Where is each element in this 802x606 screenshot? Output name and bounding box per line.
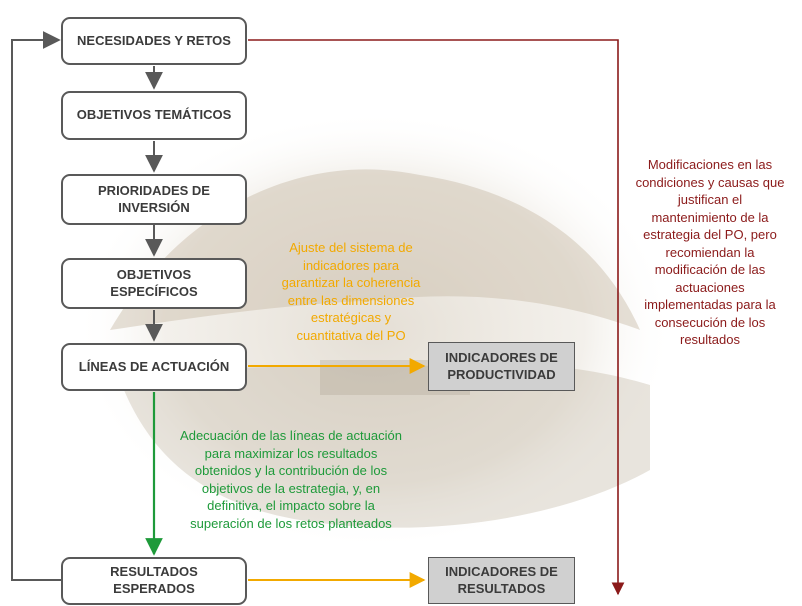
- box-prioridades-label-2: INVERSIÓN: [118, 199, 190, 215]
- note-ajuste-line: entre las dimensiones: [287, 292, 415, 308]
- note-adecuacion-line: Adecuación de las líneas de actuación: [180, 428, 402, 443]
- note-ajuste-line: indicadores para: [302, 257, 400, 273]
- note-ajuste-line: estratégicas y: [310, 310, 392, 325]
- box-lineas-de-actuacion: LÍNEAS DE ACTUACIÓN: [61, 343, 247, 391]
- ind-resultados-label-1: INDICADORES DE: [445, 563, 558, 579]
- box-resultados-label-1: RESULTADOS: [110, 564, 198, 580]
- ind-productividad-label-2: PRODUCTIVIDAD: [447, 366, 556, 382]
- note-modificaciones: Modificaciones en las condiciones y caus…: [624, 156, 796, 349]
- note-modificaciones-line: Modificaciones en las: [647, 157, 773, 172]
- note-modificaciones-line: resultados: [680, 332, 740, 347]
- note-adecuacion-line: definitiva, el impacto sobre la: [207, 498, 375, 513]
- note-adecuacion-line: obtenidos y la contribución de los: [194, 463, 388, 478]
- note-ajuste-indicadores: Ajuste del sistema de indicadores para g…: [272, 239, 430, 344]
- box-indicadores-de-productividad: INDICADORES DE PRODUCTIVIDAD: [428, 342, 575, 391]
- note-adecuacion-lineas: Adecuación de las líneas de actuación pa…: [160, 427, 422, 532]
- box-objetivos-tematicos: OBJETIVOS TEMÁTICOS: [61, 91, 247, 140]
- note-modificaciones-line: modificación de las: [654, 262, 766, 277]
- box-indicadores-de-resultados: INDICADORES DE RESULTADOS: [428, 557, 575, 604]
- box-lineas-label: LÍNEAS DE ACTUACIÓN: [78, 358, 230, 374]
- box-prioridades-label-1: PRIORIDADES DE: [98, 182, 210, 198]
- note-adecuacion-line: para maximizar los resultados: [204, 445, 378, 461]
- note-modificaciones-line: mantenimiento de la: [651, 209, 769, 225]
- note-ajuste-line: cuantitativa del PO: [296, 327, 406, 343]
- box-prioridades-de-inversion: PRIORIDADES DE INVERSIÓN: [61, 174, 247, 225]
- arrow-feedback-loop: [11, 31, 61, 581]
- note-adecuacion-line: superación de los retos planteados: [190, 515, 392, 531]
- note-modificaciones-line: actuaciones: [675, 279, 745, 295]
- note-modificaciones-line: estrategia del PO, pero: [643, 227, 777, 242]
- note-adecuacion-line: objetivos de la estrategia, y, en: [201, 480, 381, 496]
- note-modificaciones-line: implementadas para la: [644, 297, 776, 312]
- box-necesidades-y-retos: NECESIDADES Y RETOS: [61, 17, 247, 65]
- box-objetivos-especificos: OBJETIVOS ESPECÍFICOS: [61, 258, 247, 309]
- note-ajuste-line: garantizar la coherencia: [281, 275, 421, 290]
- box-especificos-label-1: OBJETIVOS: [116, 266, 192, 282]
- ind-resultados-label-2: RESULTADOS: [457, 580, 546, 596]
- ind-productividad-label-1: INDICADORES DE: [445, 349, 558, 365]
- box-objetivos-tematicos-label: OBJETIVOS TEMÁTICOS: [76, 107, 232, 123]
- note-modificaciones-line: justifican el: [677, 192, 743, 207]
- arrow-necesidades-to-right: [248, 39, 625, 596]
- note-ajuste-line: Ajuste del sistema de: [289, 240, 413, 255]
- note-modificaciones-line: consecución de los: [654, 314, 766, 330]
- box-resultados-label-2: ESPERADOS: [113, 581, 195, 596]
- note-modificaciones-line: recomiendan la: [665, 244, 755, 260]
- note-modificaciones-line: condiciones y causas que: [635, 174, 785, 190]
- box-resultados-esperados: RESULTADOS ESPERADOS: [61, 557, 247, 605]
- box-especificos-label-2: ESPECÍFICOS: [110, 283, 198, 299]
- box-necesidades-label: NECESIDADES Y RETOS: [77, 32, 231, 48]
